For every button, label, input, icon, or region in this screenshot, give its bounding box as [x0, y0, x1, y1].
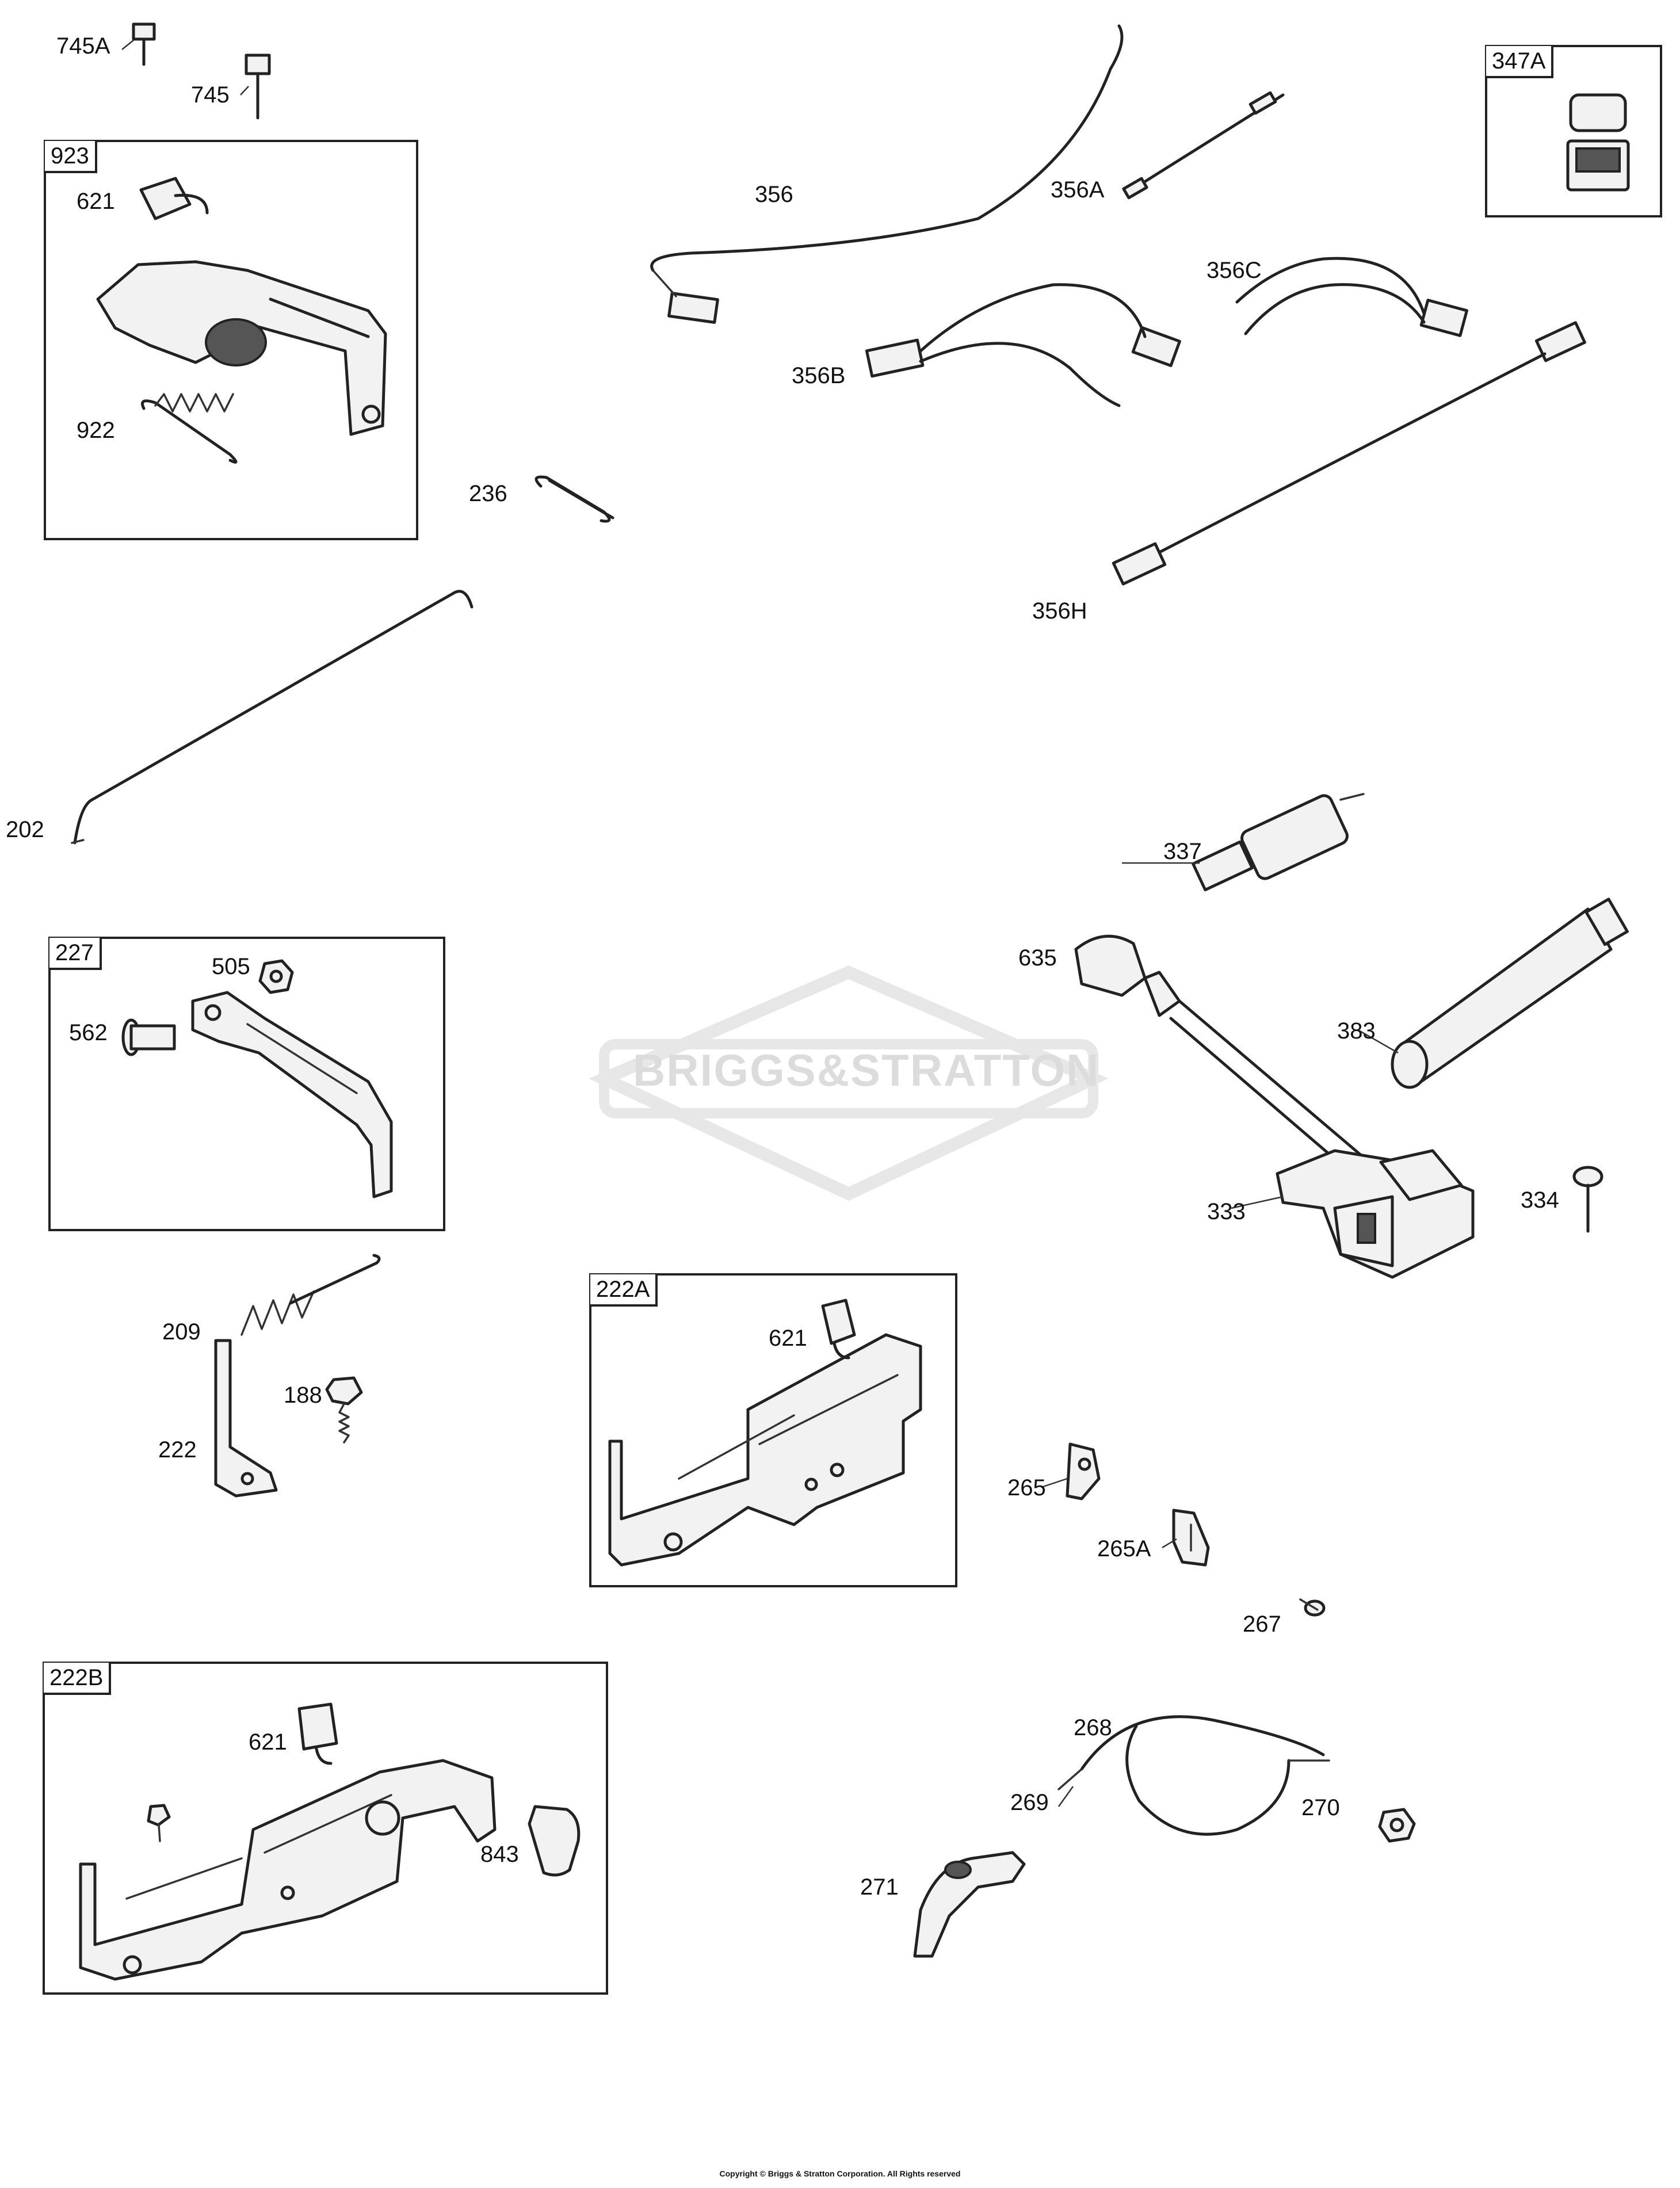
frame-347a: [1485, 45, 1662, 217]
leader-lines: [121, 40, 1399, 1807]
bolt-745: [245, 54, 271, 120]
callout-222: 222: [158, 1437, 197, 1463]
bolt-745a: [132, 22, 156, 66]
bolt-334: [1572, 1166, 1603, 1233]
callout-188: 188: [284, 1383, 322, 1408]
callout-333: 333: [1207, 1199, 1246, 1224]
callout-334: 334: [1521, 1187, 1559, 1213]
frame-222b: [43, 1662, 608, 1995]
copyright-notice: Copyright © Briggs & Stratton Corporatio…: [719, 2169, 961, 2178]
spring-922: [141, 393, 238, 464]
plate-265: [1066, 1442, 1101, 1500]
switch-347a: [1566, 93, 1630, 192]
callout-356b: 356B: [792, 363, 846, 388]
watermark-text: BRIGGS&STRATTON: [633, 1045, 1100, 1095]
callout-562: 562: [69, 1020, 108, 1045]
frame-923: [44, 140, 418, 540]
callout-269: 269: [1010, 1790, 1049, 1815]
clip-621-222b: [297, 1702, 338, 1765]
wire-356a: [1122, 91, 1285, 200]
callout-635: 635: [1018, 945, 1057, 971]
box-label-227: 227: [49, 938, 102, 970]
bracket-222b: [79, 1759, 497, 1981]
lever-271: [913, 1851, 1026, 1958]
callout-268: 268: [1074, 1715, 1112, 1740]
tool-383: [1391, 898, 1629, 1089]
callout-621-222a: 621: [769, 1326, 807, 1351]
watermark-logo: [589, 965, 1109, 1201]
lever-227: [191, 991, 393, 1198]
callout-745a: 745A: [56, 33, 110, 59]
callout-383: 383: [1337, 1018, 1376, 1044]
frame-227: [48, 937, 445, 1231]
clip-621-222a: [821, 1299, 856, 1360]
callout-236: 236: [469, 481, 507, 506]
box-label-923: 923: [45, 141, 97, 173]
callout-356: 356: [755, 182, 793, 207]
callout-267: 267: [1243, 1612, 1281, 1637]
pad-843: [528, 1805, 581, 1877]
bracket-222a: [608, 1333, 922, 1567]
screw-222b: [147, 1804, 171, 1842]
link-236: [534, 475, 614, 523]
wire-356: [650, 24, 1124, 324]
callout-505: 505: [212, 954, 250, 979]
callout-843: 843: [480, 1842, 519, 1867]
lead-635: [1074, 934, 1371, 1175]
rod-202: [71, 590, 474, 845]
callout-270: 270: [1301, 1795, 1340, 1820]
wire-356h: [1112, 321, 1586, 586]
callout-337: 337: [1163, 839, 1202, 864]
callout-202: 202: [6, 817, 44, 842]
control-bracket-923: [96, 260, 387, 436]
wire-356c: [1235, 257, 1469, 337]
screw-267: [1299, 1598, 1326, 1617]
callout-265: 265: [1007, 1475, 1046, 1500]
callout-356a: 356A: [1051, 177, 1105, 203]
callout-922: 922: [77, 418, 115, 443]
cable-268: [1057, 1715, 1330, 1836]
spark-plug-337: [1192, 793, 1365, 892]
nut-505: [258, 959, 294, 994]
callout-356h: 356H: [1032, 598, 1087, 624]
bracket-222: [214, 1339, 278, 1498]
callout-271: 271: [860, 1874, 899, 1900]
frame-222a: [589, 1273, 957, 1587]
callout-621-222b: 621: [249, 1729, 287, 1755]
callout-265a: 265A: [1097, 1536, 1151, 1561]
box-label-222a: 222A: [590, 1274, 658, 1307]
spring-209: [240, 1254, 381, 1336]
nut-270: [1378, 1808, 1416, 1843]
clip-621-923: [139, 177, 209, 220]
callout-356c: 356C: [1206, 258, 1262, 283]
box-label-347a: 347A: [1486, 46, 1554, 78]
pin-562: [121, 1018, 176, 1056]
callout-745: 745: [191, 82, 230, 108]
callout-209: 209: [162, 1319, 201, 1345]
callout-621: 621: [77, 189, 115, 214]
screw-188: [325, 1376, 363, 1444]
box-label-222b: 222B: [44, 1663, 112, 1695]
plate-265a: [1172, 1509, 1210, 1567]
wire-356b: [865, 283, 1181, 407]
armature-333: [1276, 1149, 1475, 1279]
